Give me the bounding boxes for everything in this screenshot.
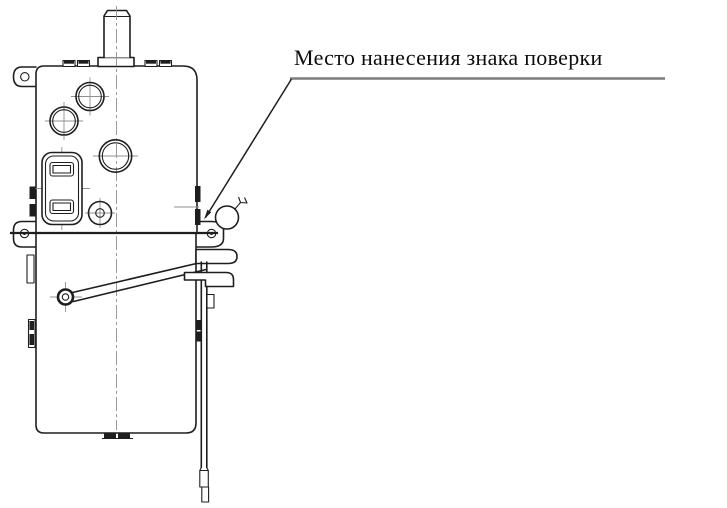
verification-seal: [214, 196, 248, 230]
mounting-lug-top-left: [12, 66, 37, 88]
connector-circle-small: [87, 200, 113, 226]
antenna-knob: [97, 9, 135, 68]
device-lower-body: [35, 232, 197, 434]
bottom-tab: [102, 432, 133, 440]
annotation-label: Место нанесения знака поверки: [294, 45, 603, 70]
lever-arm: [56, 260, 207, 306]
right-rod-assembly: [183, 248, 238, 503]
right-tab: [195, 248, 238, 265]
connector-circle-left: [49, 106, 79, 136]
top-edge-tabs: [62, 59, 173, 68]
leader-arrowhead: [204, 209, 212, 220]
mounting-lug-bottom-left: [12, 220, 37, 248]
connector-circle-top: [75, 81, 105, 112]
side-clips-upper: [29, 186, 201, 225]
left-fittings-lower: [26, 254, 36, 349]
leader-line: [204, 78, 293, 218]
rod-clip: [206, 293, 215, 309]
step-bracket: [183, 271, 235, 288]
connector-circle-middle: [98, 139, 133, 174]
rectangular-connector: [41, 151, 83, 226]
